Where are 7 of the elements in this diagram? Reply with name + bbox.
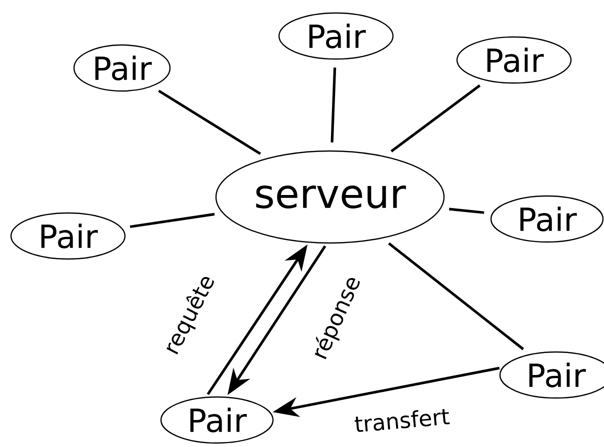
connector-line — [130, 212, 215, 228]
connector-line — [158, 90, 262, 155]
connector-line — [330, 68, 336, 142]
edge-label: transfert — [352, 406, 452, 434]
connector-line — [449, 208, 484, 214]
connector-line — [388, 242, 524, 350]
connector-line — [390, 84, 481, 152]
